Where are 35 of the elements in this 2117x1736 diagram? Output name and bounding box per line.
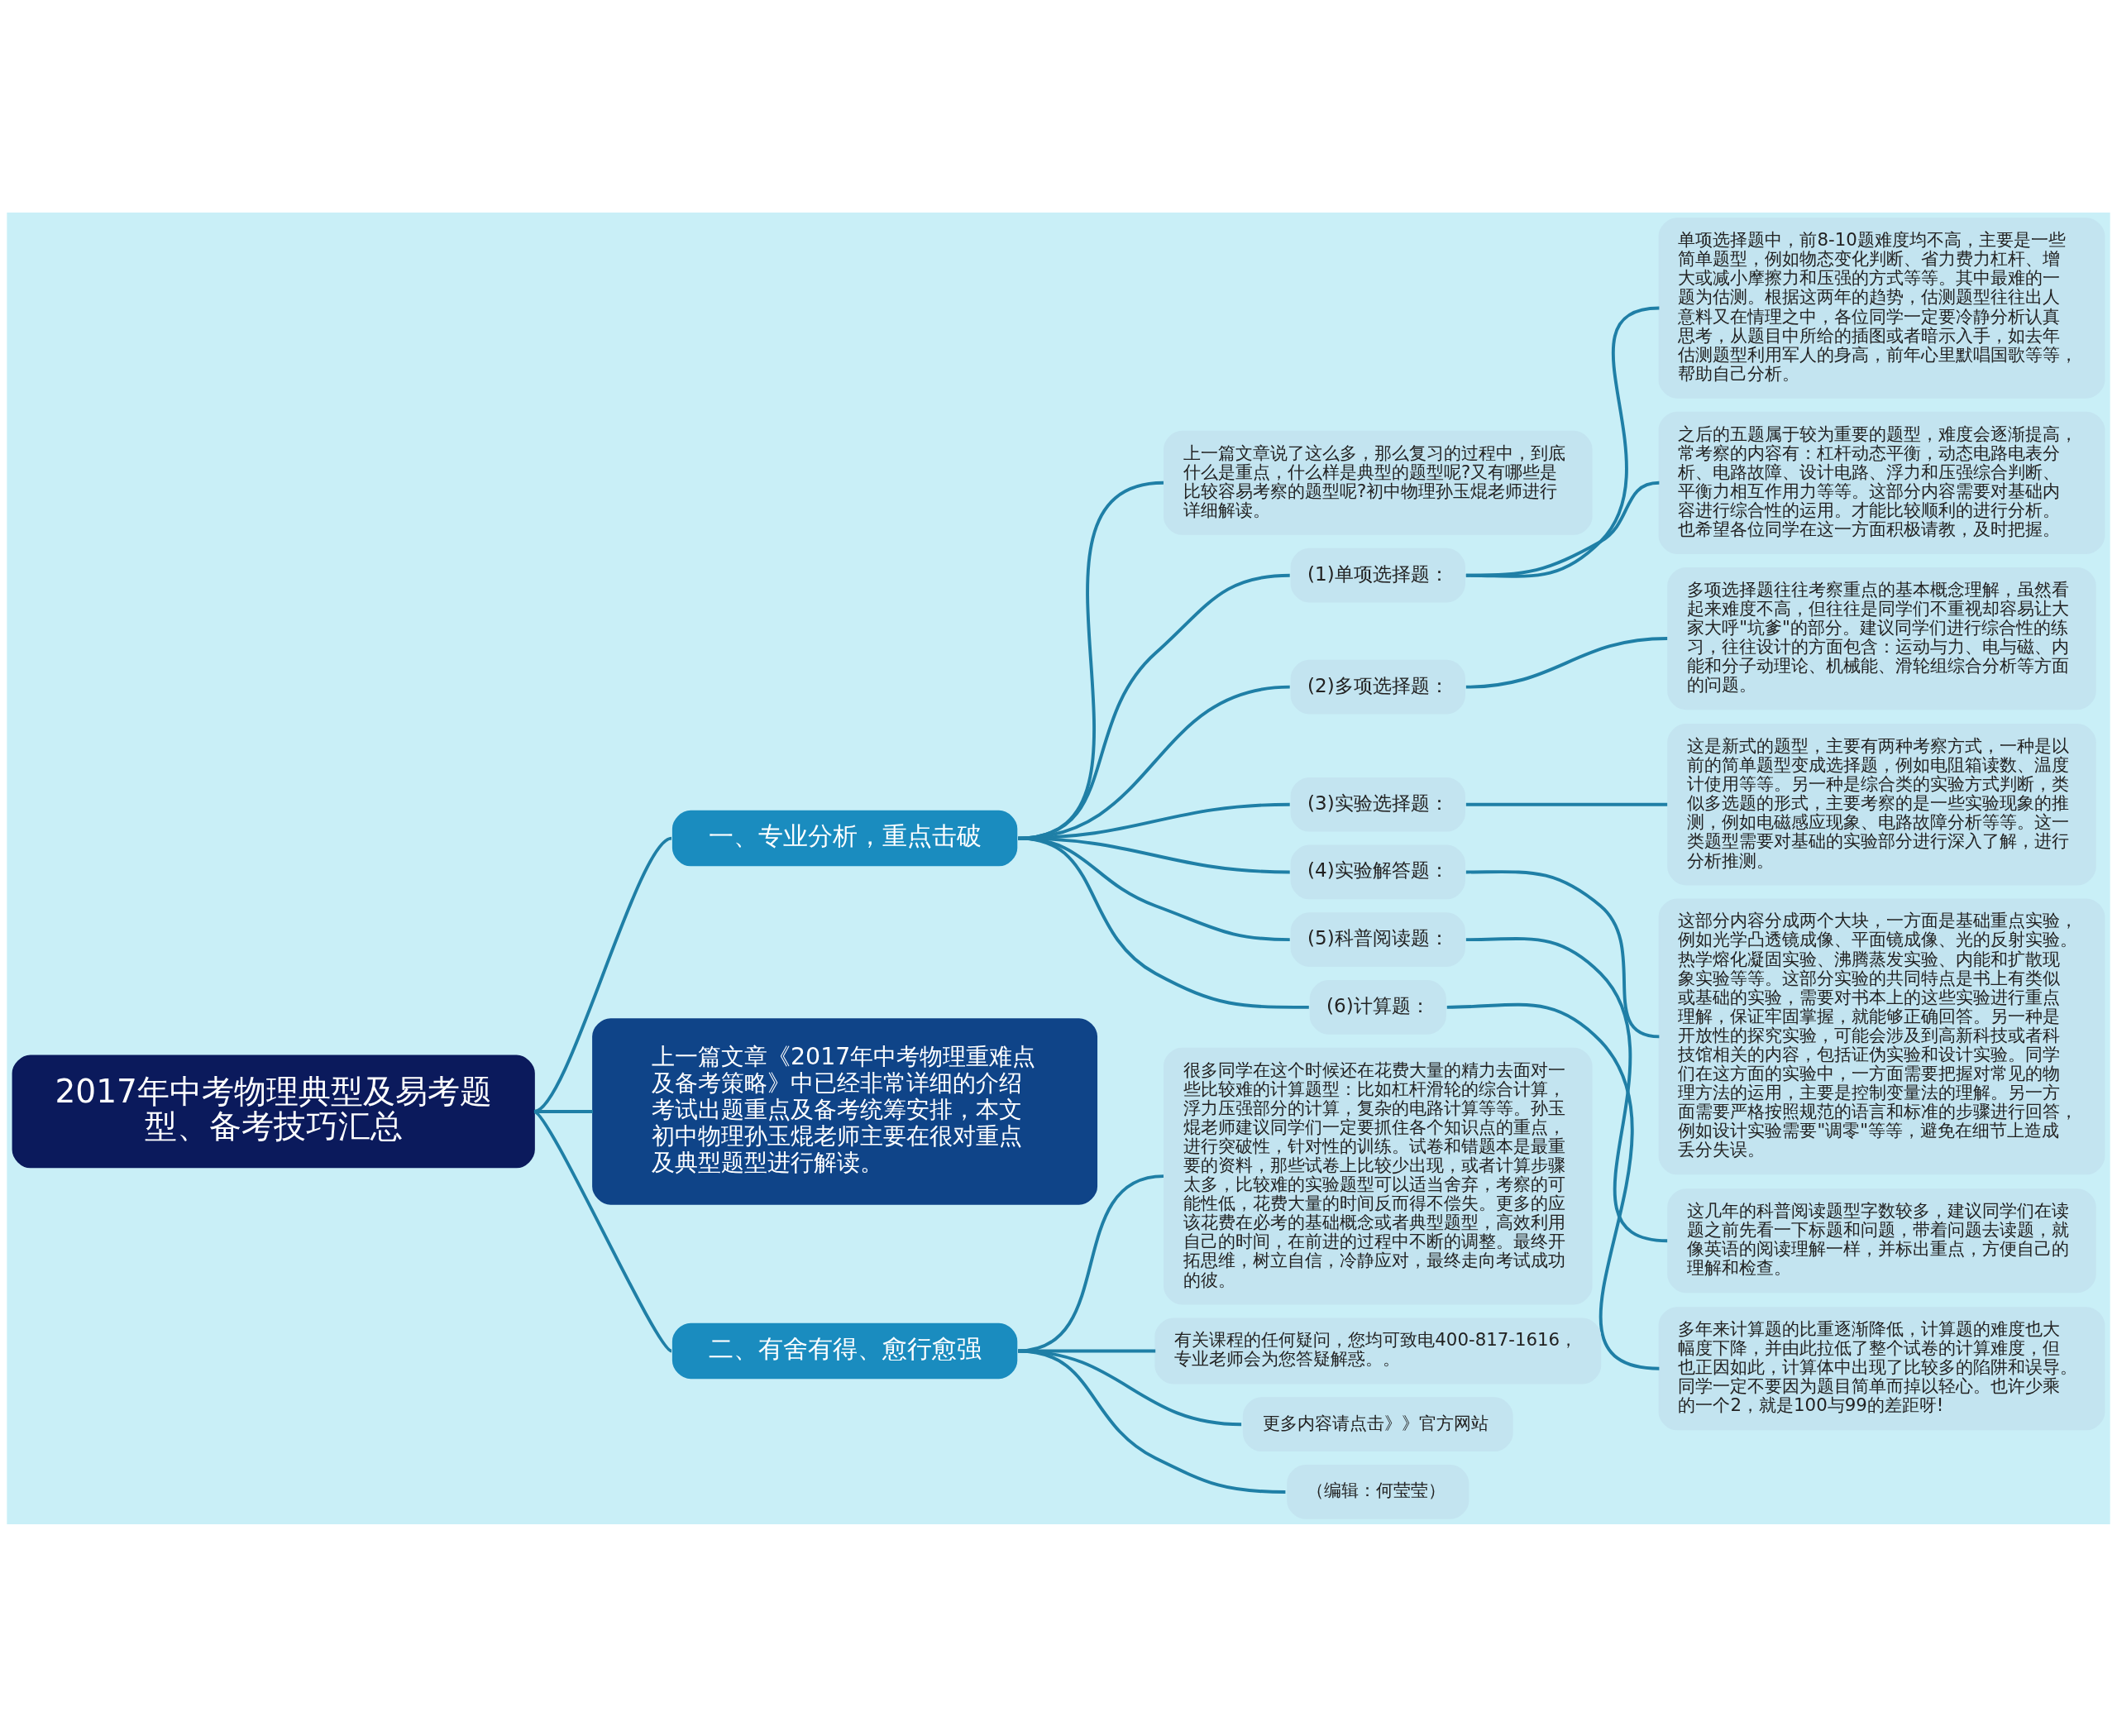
node-box: 这几年的科普阅读题型字数较多，建议同学们在读题之前先看一下标题和问题，带着问题去读题，就像英语的阅读理解一样，并标出重点，方便自己的理解和检查。 (1667, 1188, 2096, 1293)
connector (1446, 1002, 1660, 1370)
node-box: 上一篇文章《2017年中考物理重难点及备考策略》中已经非常详细的介绍考试出题重点及备考统筹安排，本文初中物理孙玉焜老师主要在很对重点及典型题型进行解读。 (592, 1017, 1098, 1205)
node-box: 这部分内容分成两个大块，一方面是基础重点实验，例如光学凸透镜成像、平面镜成像、光的反射实验。热学熔化凝固实验、沸腾蒸发实验、内能和扩散现象实验等等。这部分实验的共同特点是书上有类似或基础的实验，需要对书本上的这些实验进行重点理解，保证牢固掌握，就能够正确回答。另一种是开放性的探究实验，可能会涉及到高新科技或者科技馆相关的内容，包括证伪实验和设计实验。同学们在这方面的实验中，一方面需要把握对常见的物理方法的运用，主要是控制变量法的理解。另一方面需要严格按照规范的语言和标准的步骤进行回答，例如设计实验需要"调零"等等，避免在细节上造成丢分失误。 (1658, 897, 2105, 1174)
connector (1465, 306, 1660, 578)
connector (1018, 1348, 1156, 1352)
connector (1465, 936, 1668, 1242)
node-box: (2)多项选择题： (1290, 659, 1465, 714)
node-box: (6)计算题： (1309, 979, 1446, 1035)
node-box: 单项选择题中，前8-10题难度均不高，主要是一些简单题型，例如物态变化判断、省力费力杠杆、增大或减小摩擦力和压强的方式等等。其中最难的一题为估测。根据这两年的趋势，估测题型往往出人意料又在情理之中，各位同学一定要冷静分析认真思考，从题目中所给的插图或者暗示入手，如去年估测题型利用军人的身高，前年心里默唱国歌等等，帮助自己分析。 (1658, 217, 2105, 399)
connector (533, 1109, 673, 1352)
connector (1018, 1349, 1286, 1494)
node-box: 2017年中考物理典型及易考题型、备考技巧汇总 (12, 1055, 535, 1168)
node-box: (1)单项选择题： (1290, 548, 1465, 603)
node-box: 有关课程的任何疑问，您均可致电400-817-1616，专业老师会为您答疑解惑。。 (1154, 1317, 1602, 1384)
node-box: 上一篇文章说了这么多，那么复习的过程中，到底什么是重点，什么样是典型的题型呢?又有哪些是比较容易考察的题型呢?初中物理孙玉焜老师进行详细解读。 (1163, 430, 1593, 535)
connector (1017, 1174, 1164, 1352)
node-box: 之后的五题属于较为重要的题型，难度会逐渐提高，常考察的内容有：杠杆动态平衡，动态电路电表分析、电路故障、设计电路、浮力和压强综合判断、平衡力相互作用力等等。这部分内容需要对基础内容进行综合性的运用。才能比较顺利的进行分析。也希望各位同学在这一方面积极请教，及时把握。 (1658, 411, 2105, 554)
node-box: 很多同学在这个时候还在花费大量的精力去面对一些比较难的计算题型：比如杠杆滑轮的综合计算，浮力压强部分的计算，复杂的电路计算等等。孙玉焜老师建议同学们一定要抓住各个知识点的重点，进行突破性，针对性的训练。试卷和错题本是最重要的资料，那些试卷上比较少出现，或者计算步骤太多，比较难的实验题型可以适当舍弃，考察的可能性低，花费大量的时间反而得不偿失。更多的应该花费在必考的基础概念或者典型题型，高效利用自己的时间，在前进的过程中不断的调整。最终开拓思维，树立自信，冷静应对，最终走向考试成功的彼。 (1163, 1047, 1593, 1304)
node-box: 多年来计算题的比重逐渐降低，计算题的难度也大幅度下降，并由此拉低了整个试卷的计算难度，但也正因如此，计算体中出现了比较多的陷阱和误导。同学一定不要因为题目简单而掉以轻心。也许少乘的一个2，就是100与99的差距呀! (1658, 1306, 2105, 1430)
connector (1465, 869, 1660, 1038)
connector (1018, 1348, 1242, 1426)
connector (1465, 636, 1668, 689)
connector (1017, 836, 1309, 1009)
connector (1465, 802, 1668, 806)
node-box: (4)实验解答题： (1290, 844, 1465, 899)
node-box: 更多内容请点击》》官方网站 (1242, 1396, 1513, 1451)
node-box: (5)科普阅读题： (1290, 911, 1465, 967)
node-box: 二、有舍有得、愈行愈强 (671, 1322, 1018, 1379)
node-box: (3)实验选择题： (1290, 777, 1465, 832)
node-box: 这是新式的题型，主要有两种考察方式，一种是以前的简单题型变成选择题，例如电阻箱读数、温度计使用等等。另一种是综合类的实验方式判断，类似多选题的形式，主要考察的是一些实验现象的推测，例如电磁感应现象、电路故障分析等等。这一类题型需要对基础的实验部分进行深入了解，进行分析推测。 (1667, 723, 2096, 885)
node-box: 一、专业分析，重点击破 (671, 810, 1018, 866)
node-box: （编辑：何莹莹） (1287, 1464, 1469, 1519)
connector (1465, 481, 1660, 577)
node-box: 多项选择题往往考察重点的基本概念理解，虽然看起来难度不高，但往往是同学们不重视却容易让大家大呼"坑爹"的部分。建议同学们进行综合性的练习，往往设计的方面包含：运动与力、电与磁、内能和分子动理论、机械能、滑轮组综合分析等方面的问题。 (1667, 567, 2096, 710)
